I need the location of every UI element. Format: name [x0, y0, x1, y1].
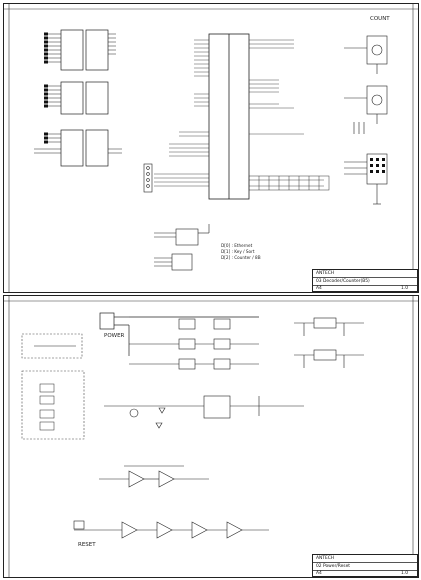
ic-main-decoder — [208, 33, 250, 200]
title-block-company: ANTECH — [316, 556, 335, 561]
title-block-rev: 1.0 — [401, 285, 408, 291]
title-block-size: A4 — [316, 285, 322, 291]
power-jack — [99, 312, 259, 356]
schematic-sheet-decoder-counter: COUNT D[0] : Ethernet D[1] : Key / Sort … — [3, 3, 419, 293]
count-label: COUNT — [370, 16, 390, 22]
title-block-sheet2: ANTECH 02 Power/Reset A4 1.0 — [312, 554, 418, 577]
title-block-title: 03 Decoder/Counter(B5) — [316, 279, 370, 284]
ic-buffer-upper — [60, 29, 109, 71]
power-label: POWER — [104, 333, 125, 339]
reset-label: RESET — [78, 542, 96, 548]
schematic-sheet-power-reset: POWER RESET ANTECH 02 Power/Reset A4 1.0 — [3, 295, 419, 578]
title-block-title: 02 Power/Reset — [316, 564, 351, 569]
title-block-size: A4 — [316, 570, 322, 576]
sheet2-drawing — [4, 296, 418, 577]
note-line-2: D[1] : Key / Sort — [221, 249, 255, 254]
note-line-1: D[0] : Ethernet — [221, 243, 253, 248]
title-block-rev: 1.0 — [401, 570, 408, 576]
title-block-sheet1: ANTECH 03 Decoder/Counter(B5) A4 1.0 — [312, 269, 418, 292]
sheet1-drawing — [4, 4, 418, 292]
note-line-3: D[2] : Counter / 8B — [221, 255, 261, 260]
title-block-company: ANTECH — [316, 271, 335, 276]
